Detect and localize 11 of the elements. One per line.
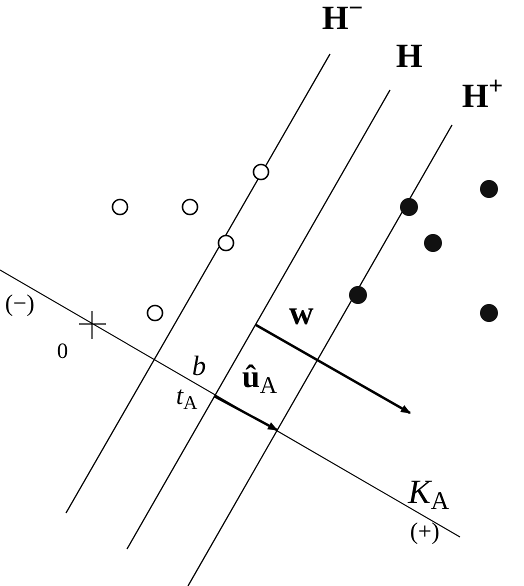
sign-label: (+) — [410, 520, 440, 544]
point-label: t$_{A}$ — [176, 383, 198, 409]
vector-label: û$_{A}$ — [242, 360, 278, 392]
origin-label: 0 — [57, 340, 68, 362]
hyperplane-label: H — [396, 40, 422, 74]
hyperplane-label: H$^{−}$ — [322, 2, 363, 36]
sign-label: (−) — [5, 292, 35, 316]
offset-label: b — [192, 353, 206, 381]
axis-label: K$_{A}$ — [408, 476, 450, 510]
hyperplane-label: H$^{+}$ — [462, 80, 503, 114]
vector-label: w — [289, 297, 314, 331]
